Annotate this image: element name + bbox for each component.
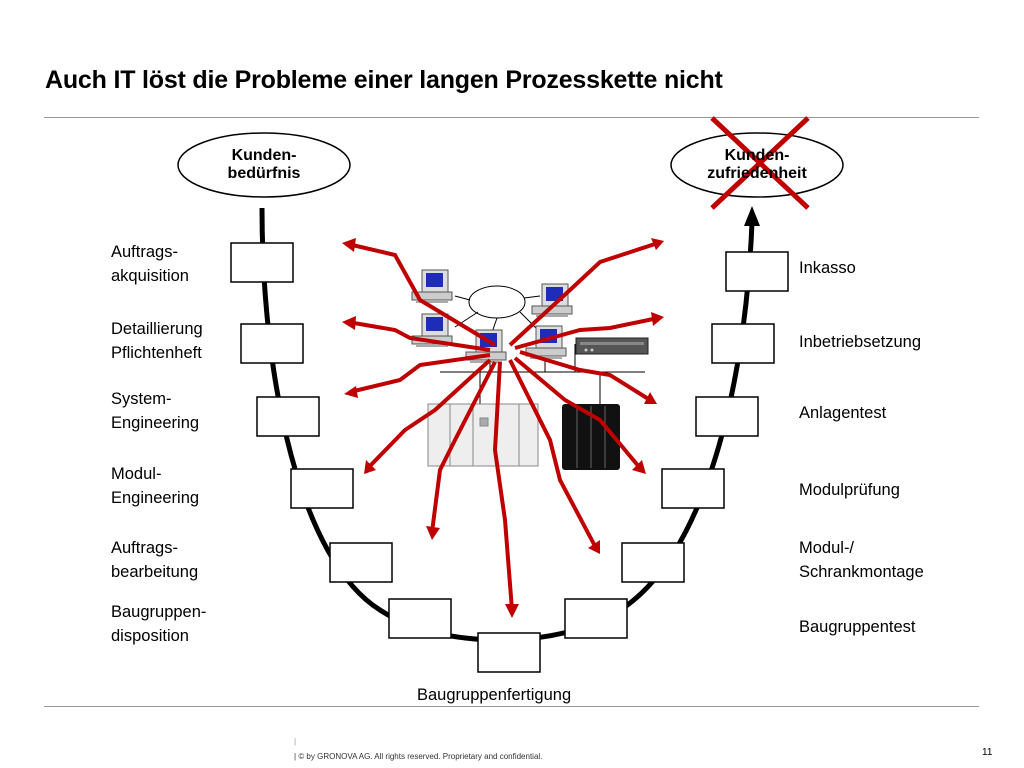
right-step-label: Inkasso bbox=[799, 256, 856, 280]
footer-copyright-text: © by GRONOVA AG. All rights reserved. Pr… bbox=[298, 752, 543, 761]
step-box bbox=[477, 632, 541, 673]
right-step-label: Inbetriebsetzung bbox=[799, 330, 921, 354]
left-step-label: Detaillierung Pflichtenheft bbox=[111, 317, 203, 365]
right-step-label: Baugruppentest bbox=[799, 615, 916, 639]
right-step-label: Modulprüfung bbox=[799, 478, 900, 502]
step-box bbox=[725, 251, 789, 292]
left-step-label: Modul- Engineering bbox=[111, 462, 199, 510]
left-step-label-line: Detaillierung bbox=[111, 320, 203, 338]
right-step-label-line: Baugruppentest bbox=[799, 618, 916, 636]
step-box bbox=[661, 468, 725, 509]
bottom-divider bbox=[44, 706, 979, 707]
top-divider bbox=[44, 117, 979, 118]
step-box bbox=[711, 323, 775, 364]
left-step-label: Auftrags- bearbeitung bbox=[111, 536, 198, 584]
step-box bbox=[329, 542, 393, 583]
left-step-label-line: Engineering bbox=[111, 489, 200, 507]
left-step-label-line: Pflichtenheft bbox=[111, 344, 202, 362]
lightning-heads bbox=[342, 238, 664, 618]
left-step-label-line: Auftrags- bbox=[111, 539, 178, 557]
footer-copyright: | © by GRONOVA AG. All rights reserved. … bbox=[294, 752, 543, 761]
right-step-label-line: Schrankmontage bbox=[799, 563, 924, 581]
left-step-label-line: bearbeitung bbox=[111, 563, 199, 581]
right-step-label-line: Inbetriebsetzung bbox=[799, 333, 922, 351]
left-step-label-line: Modul- bbox=[111, 465, 162, 483]
right-step-label-line: Inkasso bbox=[799, 259, 856, 277]
left-step-label: Auftrags- akquisition bbox=[111, 240, 189, 288]
start-node-label-line2: bedürfnis bbox=[227, 165, 301, 182]
red-cross-icon bbox=[710, 116, 810, 210]
mainframe-icon bbox=[562, 404, 620, 470]
left-step-label: Baugruppen- disposition bbox=[111, 600, 206, 648]
left-step-label-line: System- bbox=[111, 390, 172, 408]
right-step-label-line: Modul-/ bbox=[799, 539, 855, 557]
left-step-label-line: Auftrags- bbox=[111, 243, 178, 261]
page-title: Auch IT löst die Probleme einer langen P… bbox=[45, 66, 723, 94]
bottom-step-label: Baugruppenfertigung bbox=[417, 686, 572, 704]
left-step-label-line: Baugruppen- bbox=[111, 603, 207, 621]
step-box bbox=[621, 542, 685, 583]
start-node-label-line1: Kunden- bbox=[231, 147, 297, 164]
end-node-label-line1: Kunden- bbox=[724, 147, 790, 164]
lightning-bolts bbox=[347, 241, 659, 611]
start-ellipse bbox=[177, 132, 351, 198]
step-box bbox=[256, 396, 320, 437]
start-node-label: Kunden- bedürfnis bbox=[194, 147, 334, 183]
left-step-label-line: Engineering bbox=[111, 414, 200, 432]
footer-separator: | bbox=[294, 737, 297, 746]
right-step-label-line: Anlagentest bbox=[799, 404, 887, 422]
left-step-label: System- Engineering bbox=[111, 387, 199, 435]
page-number: 11 bbox=[982, 747, 993, 758]
step-box bbox=[290, 468, 354, 509]
left-step-label-line: disposition bbox=[111, 627, 189, 645]
right-step-label: Anlagentest bbox=[799, 401, 886, 425]
step-box bbox=[695, 396, 759, 437]
step-box bbox=[230, 242, 294, 283]
router-icon bbox=[575, 337, 649, 355]
end-node-label-line2: zufriedenheit bbox=[707, 165, 807, 182]
right-step-label-line: Modulprüfung bbox=[799, 481, 900, 499]
workstation-icon bbox=[531, 283, 573, 317]
end-node-label: Kunden- zufriedenheit bbox=[687, 147, 827, 183]
step-box bbox=[564, 598, 628, 639]
right-step-label: Modul-/ Schrankmontage bbox=[799, 536, 924, 584]
step-box bbox=[240, 323, 304, 364]
arrow-head-icon bbox=[744, 206, 760, 226]
workstation-icon bbox=[411, 269, 453, 303]
left-step-label-line: akquisition bbox=[111, 267, 189, 285]
step-box bbox=[388, 598, 452, 639]
